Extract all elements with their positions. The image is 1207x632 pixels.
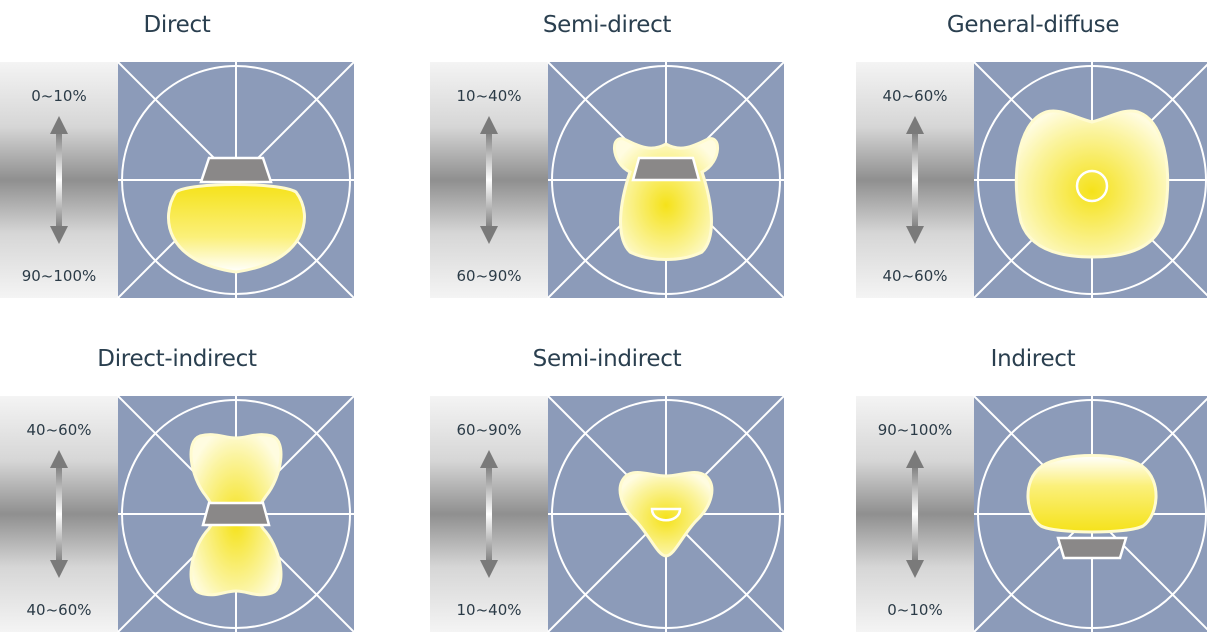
upper-percentage: 60~90% [456, 421, 522, 439]
diagram-box: 40~60% 40~60% [856, 62, 1207, 298]
upper-percentage: 40~60% [882, 87, 948, 105]
lower-percentage: 10~40% [456, 601, 522, 619]
distribution-panel: Direct-indirect [0, 344, 354, 632]
panel-title: Indirect [990, 346, 1076, 372]
panel-title: Semi-direct [542, 12, 672, 38]
lamp-icon [1075, 169, 1109, 203]
diagram-box: 10~40% 60~90% [430, 62, 784, 298]
upper-percentage: 40~60% [26, 421, 92, 439]
lower-percentage: 40~60% [882, 267, 948, 285]
distribution-panel: Semi-direct [430, 10, 784, 298]
lower-percentage: 40~60% [26, 601, 92, 619]
diagram-box: 90~100% 0~10% [856, 396, 1207, 632]
luminaire-icon [1056, 536, 1128, 560]
panel-title: Direct-indirect [97, 346, 257, 372]
panel-title: General-diffuse [946, 12, 1120, 38]
light-distribution-shape [167, 156, 306, 274]
diagram-svg [856, 62, 1207, 298]
double-arrow-icon [906, 116, 924, 244]
light-distribution-shape [613, 137, 719, 261]
light-distribution-shape [189, 433, 283, 597]
lower-percentage: 60~90% [456, 267, 522, 285]
luminaire-icon [631, 156, 701, 182]
distribution-panel: Semi-indirect [430, 344, 784, 632]
panel-title: Semi-indirect [532, 346, 682, 372]
luminaire-icon [199, 156, 273, 184]
diagram-svg [856, 396, 1207, 632]
lower-percentage: 0~10% [887, 601, 943, 619]
luminaire-icon [201, 501, 271, 527]
double-arrow-icon [906, 450, 924, 578]
double-arrow-icon [480, 116, 498, 244]
diagram-svg [0, 62, 354, 298]
diagram-box: 0~10% 90~100% [0, 62, 354, 298]
double-arrow-icon [50, 450, 68, 578]
light-distribution-shape [618, 470, 714, 558]
light-distribution-shape [1014, 109, 1170, 259]
distribution-panel: General-diffuse [856, 10, 1207, 298]
light-distribution-shape [1026, 454, 1158, 560]
upper-percentage: 90~100% [877, 421, 953, 439]
upper-percentage: 10~40% [456, 87, 522, 105]
diagram-svg [0, 396, 354, 632]
lower-percentage: 90~100% [21, 267, 97, 285]
diagram-svg [430, 62, 784, 298]
distribution-panel: Indirect [856, 344, 1207, 632]
double-arrow-icon [480, 450, 498, 578]
diagram-box: 40~60% 40~60% [0, 396, 354, 632]
distribution-panel: Direct [0, 10, 354, 298]
lamp-icon [650, 507, 682, 522]
diagram-box: 60~90% 10~40% [430, 396, 784, 632]
double-arrow-icon [50, 116, 68, 244]
upper-percentage: 0~10% [31, 87, 87, 105]
panel-title: Direct [143, 12, 211, 38]
